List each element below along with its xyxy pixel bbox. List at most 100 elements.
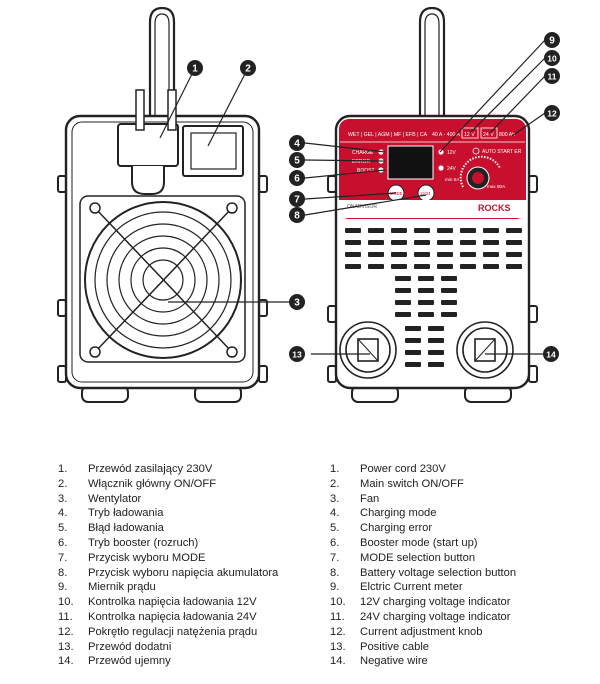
legend-row: 11.Kontrolka napięcia ładowania 24V bbox=[58, 610, 318, 625]
legend-number: 11. bbox=[330, 610, 345, 623]
callout-number: 11 bbox=[548, 72, 557, 82]
legend-text: Błąd ładowania bbox=[88, 522, 164, 535]
vent-slot bbox=[437, 252, 453, 257]
legend-number: 8. bbox=[330, 566, 340, 579]
legend-number: 12. bbox=[330, 625, 346, 638]
current-range-label: 40 A - 400 A bbox=[432, 132, 461, 138]
vent-slot bbox=[345, 264, 361, 269]
callout-number: 14 bbox=[546, 350, 556, 360]
legend-row: 9.Miernik prądu bbox=[58, 580, 318, 595]
legend-text: 12V charging voltage indicator bbox=[360, 596, 511, 609]
callout-leaders bbox=[159, 39, 546, 355]
legend-number: 12. bbox=[58, 625, 74, 638]
legend-text: Przewód ujemny bbox=[88, 655, 171, 668]
vent-slot bbox=[441, 312, 457, 317]
legend-text: 24V charging voltage indicator bbox=[360, 610, 511, 623]
callout-number: 1 bbox=[192, 64, 198, 75]
vent-slot bbox=[418, 276, 434, 281]
legend-text: Włącznik główny ON/OFF bbox=[88, 477, 217, 490]
front-view: WET | GEL | AGM | MF | EFB | CA 40 A - 4… bbox=[327, 6, 538, 403]
legend-text: Booster mode (start up) bbox=[360, 536, 478, 549]
legend-number: 3. bbox=[58, 492, 68, 505]
vent-slot bbox=[506, 228, 522, 233]
legend-number: 8. bbox=[58, 566, 68, 579]
vent-slot bbox=[345, 252, 361, 257]
knob-max-label: max 80A bbox=[487, 184, 506, 189]
meter-24v-label: 24V bbox=[447, 166, 457, 172]
vent-slot bbox=[395, 300, 411, 305]
auto-start-label: AUTO START ER bbox=[482, 149, 522, 155]
auto-start-icon bbox=[472, 147, 480, 155]
callout-number: 9 bbox=[549, 36, 555, 47]
vent-slot bbox=[460, 252, 476, 257]
legend-text: Kontrolka napięcia ładowania 24V bbox=[88, 610, 257, 623]
battery-types-label: WET | GEL | AGM | MF | EFB | CA bbox=[348, 132, 428, 138]
legend-text: Battery voltage selection button bbox=[360, 566, 517, 579]
legend-row: 6.Booster mode (start up) bbox=[330, 536, 590, 551]
callout-13: 13 bbox=[289, 346, 305, 362]
legend-row: 6.Tryb booster (rozruch) bbox=[58, 536, 318, 551]
legend-row: 4.Tryb ładowania bbox=[58, 506, 318, 521]
legend-row: 12.Pokrętło regulacji natężenia prądu bbox=[58, 625, 318, 640]
charger-diagram: WET | GEL | AGM | MF | EFB | CA 40 A - 4… bbox=[57, 6, 560, 403]
legend-number: 10. bbox=[58, 596, 74, 609]
vent-slot bbox=[405, 338, 421, 343]
callout-number: 5 bbox=[294, 156, 300, 167]
legend-text: Charging mode bbox=[360, 507, 437, 520]
panel-lower-band bbox=[339, 200, 526, 218]
legend-row: 10.Kontrolka napięcia ładowania 12V bbox=[58, 595, 318, 610]
meter-12v-label: 12V bbox=[447, 150, 457, 156]
callout-11: 11 bbox=[544, 68, 560, 84]
error-label: ERROR bbox=[352, 159, 370, 165]
legend-number: 7. bbox=[330, 551, 340, 564]
indicator-24v-label: 24 V bbox=[483, 132, 494, 138]
legend-row: 7. MODE selection button bbox=[330, 551, 590, 566]
callout-number: 8 bbox=[294, 211, 300, 222]
vent-slot bbox=[405, 350, 421, 355]
legend-row: 14. Przewód ujemny bbox=[58, 654, 318, 669]
legend-number: 14. bbox=[58, 655, 74, 668]
legend-row: 2.Main switch ON/OFF bbox=[330, 477, 590, 492]
vent-slot bbox=[428, 362, 444, 367]
legend-number: 4. bbox=[330, 507, 340, 520]
vent-slot bbox=[460, 240, 476, 245]
legend-text: Power cord 230V bbox=[360, 463, 446, 475]
legend-text: Przycisk wyboru napięcia akumulatora bbox=[88, 566, 279, 579]
led-12v-icon bbox=[438, 149, 444, 155]
vent-slot bbox=[483, 228, 499, 233]
legend-text: MODE selection button bbox=[360, 551, 476, 564]
callout-14: 14 bbox=[543, 346, 559, 362]
front-vents bbox=[345, 228, 522, 367]
legend-row: 1.Power cord 230V bbox=[330, 462, 590, 477]
mode-button[interactable]: MODE bbox=[390, 191, 403, 196]
legend-text: Przewód zasilający 230V bbox=[88, 463, 213, 475]
callout-12: 12 bbox=[544, 105, 560, 121]
rear-view bbox=[57, 6, 268, 403]
callout-number: 4 bbox=[294, 139, 300, 150]
legend-number: 2. bbox=[330, 477, 340, 490]
legend-row: 5.Błąd ładowania bbox=[58, 521, 318, 536]
vent-slot bbox=[483, 264, 499, 269]
capacity-label: 800 Ah bbox=[499, 132, 515, 138]
vent-slot bbox=[414, 240, 430, 245]
legend-text: Current adjustment knob bbox=[360, 625, 483, 638]
callout-number: 6 bbox=[294, 174, 300, 185]
legend-row: 11. 24V charging voltage indicator bbox=[330, 610, 590, 625]
vent-slot bbox=[437, 228, 453, 233]
callout-5: 5 bbox=[289, 152, 305, 168]
vent-slot bbox=[391, 240, 407, 245]
vent-slot bbox=[345, 228, 361, 233]
callout-10: 10 bbox=[544, 50, 560, 66]
knob-min-label: min 5A bbox=[445, 177, 460, 182]
callout-number: 3 bbox=[294, 298, 300, 309]
legend-text: Negative wire bbox=[360, 655, 428, 668]
vent-slot bbox=[368, 264, 384, 269]
legend-row: 7.Przycisk wyboru MODE bbox=[58, 551, 318, 566]
led-24v-icon bbox=[438, 165, 444, 171]
callout-9: 9 bbox=[544, 32, 560, 48]
vent-slot bbox=[418, 288, 434, 293]
legend-row: 13.Przewód dodatni bbox=[58, 640, 318, 655]
voltage-button[interactable]: 12/24 bbox=[420, 191, 431, 196]
